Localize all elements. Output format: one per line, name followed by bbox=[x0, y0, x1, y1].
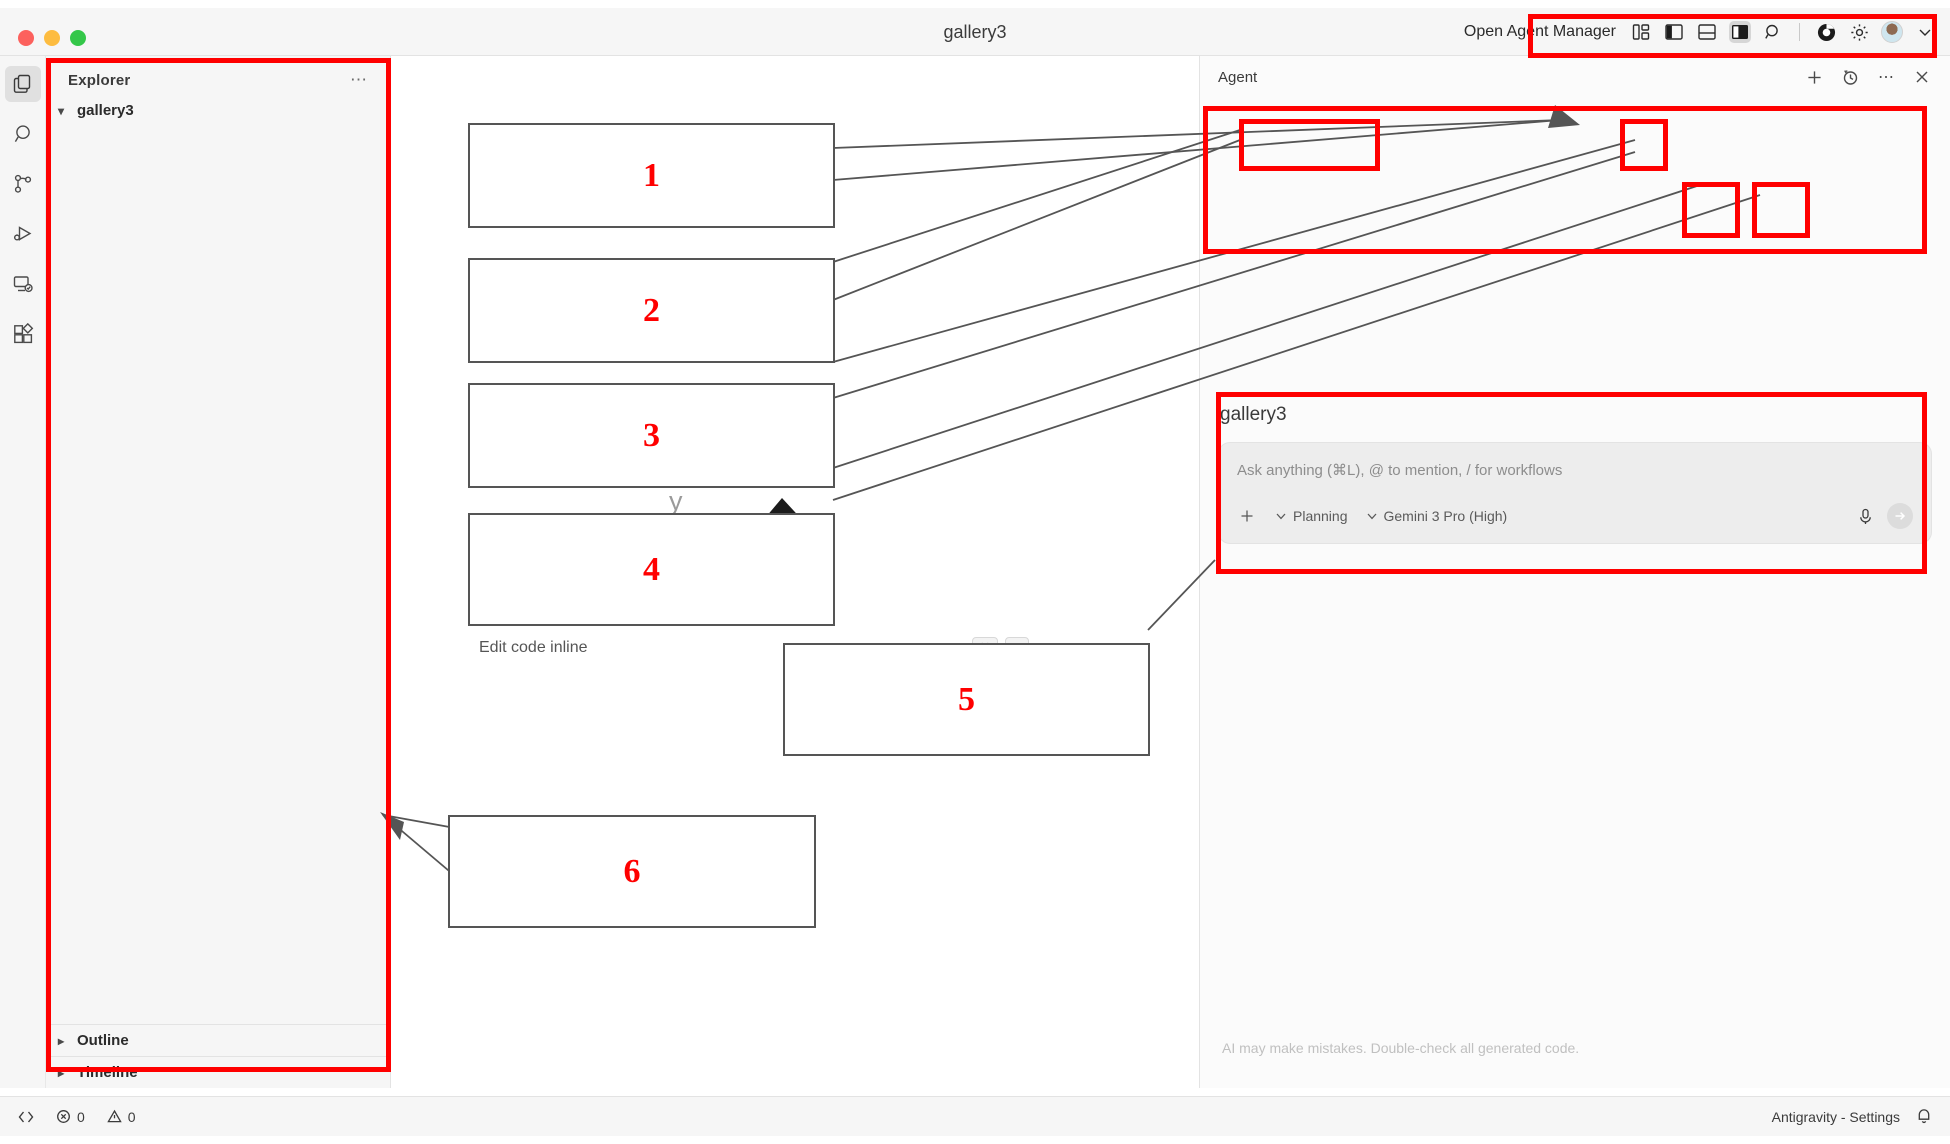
shortcut-row[interactable]: Switch to Agent Manager bbox=[479, 546, 1159, 578]
settings-gear-icon[interactable] bbox=[1848, 21, 1870, 43]
activitybar-item-remote-explorer[interactable] bbox=[5, 266, 41, 302]
agent-panel-header: Agent ⋯ bbox=[1200, 56, 1950, 96]
shortcut-row[interactable]: Code with Agent bbox=[479, 589, 1159, 621]
remote-indicator[interactable] bbox=[18, 1110, 34, 1124]
bell-icon[interactable] bbox=[1916, 1107, 1932, 1127]
activitybar-item-source-control[interactable] bbox=[5, 166, 41, 202]
chevron-right-icon: ▸ bbox=[58, 1033, 65, 1048]
chevron-down-icon[interactable] bbox=[1914, 21, 1936, 43]
shortcut-label: Code with Agent bbox=[479, 596, 596, 613]
explorer-header: Explorer ⋯ bbox=[46, 56, 390, 98]
agent-panel: Agent ⋯ bbox=[1200, 56, 1950, 1088]
chevron-right-icon: ▸ bbox=[58, 1065, 65, 1080]
explorer-root-folder-label: gallery3 bbox=[77, 102, 134, 119]
status-errors[interactable]: 0 bbox=[56, 1109, 85, 1125]
layout-panel-bottom-icon[interactable] bbox=[1696, 21, 1718, 43]
status-warnings[interactable]: 0 bbox=[107, 1109, 136, 1125]
agent-panel-title: Agent bbox=[1218, 68, 1258, 86]
minimize-window-button[interactable] bbox=[44, 30, 60, 46]
status-errors-count: 0 bbox=[77, 1108, 85, 1125]
history-clock-icon[interactable] bbox=[1840, 67, 1860, 87]
microphone-icon[interactable] bbox=[1855, 506, 1875, 526]
welcome-title: y bbox=[669, 486, 683, 516]
key-command: ⌘ bbox=[972, 637, 998, 659]
key-e: E bbox=[1005, 637, 1029, 659]
status-bar-left: 0 0 bbox=[18, 1109, 136, 1125]
shortcut-keys: ⌘ E bbox=[972, 637, 1029, 659]
agent-composer[interactable]: Ask anything (⌘L), @ to mention, / for w… bbox=[1218, 442, 1932, 544]
composer-model-label: Gemini 3 Pro (High) bbox=[1383, 508, 1508, 524]
composer-input-placeholder[interactable]: Ask anything (⌘L), @ to mention, / for w… bbox=[1237, 462, 1563, 479]
explorer-title: Explorer bbox=[68, 71, 131, 89]
status-bar-right: Antigravity - Settings bbox=[1772, 1107, 1932, 1127]
layout-sidebar-left-icon[interactable] bbox=[1663, 21, 1685, 43]
browser-icon[interactable] bbox=[1815, 21, 1837, 43]
shortcut-row[interactable]: Edit code inline ⌘ E bbox=[479, 632, 1159, 664]
shortcut-label: Switch to Agent Manager bbox=[479, 553, 657, 570]
status-warnings-count: 0 bbox=[127, 1108, 136, 1125]
agent-composer-wrap: gallery3 Ask anything (⌘L), @ to mention… bbox=[1218, 404, 1932, 544]
composer-right-controls bbox=[1855, 503, 1913, 529]
traffic-lights bbox=[18, 30, 86, 46]
composer-context-label: gallery3 bbox=[1220, 404, 1287, 425]
activitybar-item-explorer[interactable] bbox=[4, 66, 41, 102]
welcome-shortcut-list: Switch to Agent Manager Code with Agent … bbox=[479, 546, 1159, 675]
app-logo-icon bbox=[763, 441, 809, 471]
explorer-bottom-sections: ▸ Outline ▸ Timeline bbox=[46, 1024, 390, 1088]
composer-footer: Planning Gemini 3 Pro (High) bbox=[1237, 503, 1913, 529]
composer-mode-selector[interactable]: Planning bbox=[1275, 508, 1348, 524]
open-agent-manager-label[interactable]: Open Agent Manager bbox=[1463, 23, 1616, 40]
activitybar-item-search[interactable] bbox=[5, 116, 41, 152]
editor-area: y Switch to Agent Manager Code with Agen… bbox=[391, 56, 1200, 1088]
shortcut-label: Edit code inline bbox=[479, 639, 588, 656]
composer-model-selector[interactable]: Gemini 3 Pro (High) bbox=[1366, 508, 1508, 524]
agent-panel-actions: ⋯ bbox=[1804, 67, 1932, 87]
composer-mode-label: Planning bbox=[1293, 508, 1348, 524]
composer-left-controls: Planning Gemini 3 Pro (High) bbox=[1237, 506, 1507, 526]
plus-icon[interactable] bbox=[1804, 67, 1824, 87]
activitybar-item-extensions[interactable] bbox=[5, 316, 41, 352]
attach-plus-icon[interactable] bbox=[1237, 506, 1257, 526]
explorer-more-actions-icon[interactable]: ⋯ bbox=[350, 70, 368, 89]
close-x-icon[interactable] bbox=[1912, 67, 1932, 87]
agent-disclaimer: AI may make mistakes. Double-check all g… bbox=[1222, 1040, 1580, 1056]
status-settings-label[interactable]: Antigravity - Settings bbox=[1771, 1108, 1900, 1125]
ellipsis-icon[interactable]: ⋯ bbox=[1878, 69, 1894, 86]
chevron-down-icon bbox=[1367, 513, 1376, 520]
sidebar-section-timeline-label: Timeline bbox=[77, 1064, 138, 1081]
user-avatar[interactable] bbox=[1881, 21, 1903, 43]
sidebar-section-outline[interactable]: ▸ Outline bbox=[46, 1024, 390, 1056]
activity-bar bbox=[0, 56, 46, 1088]
explorer-sidebar: Explorer ⋯ ▾ gallery3 ▸ Outline ▸ Timeli… bbox=[46, 56, 391, 1088]
welcome-screen: y Switch to Agent Manager Code with Agen… bbox=[391, 56, 1199, 1088]
agent-manager-icon[interactable] bbox=[1630, 21, 1652, 43]
titlebar-right-controls: Open Agent Manager bbox=[1464, 8, 1936, 56]
chevron-down-icon: ▾ bbox=[58, 103, 65, 118]
close-window-button[interactable] bbox=[18, 30, 34, 46]
layout-sidebar-right-icon[interactable] bbox=[1729, 21, 1751, 43]
error-circle-icon bbox=[57, 1110, 70, 1123]
maximize-window-button[interactable] bbox=[70, 30, 86, 46]
explorer-root-folder[interactable]: ▾ gallery3 bbox=[46, 98, 390, 123]
sidebar-section-outline-label: Outline bbox=[77, 1032, 129, 1049]
sidebar-section-timeline[interactable]: ▸ Timeline bbox=[46, 1056, 390, 1088]
chevron-down-icon bbox=[1276, 513, 1286, 520]
activitybar-item-run-and-debug[interactable] bbox=[5, 216, 41, 252]
toolbar-divider bbox=[1799, 23, 1800, 41]
search-icon[interactable] bbox=[1762, 21, 1784, 43]
warning-triangle-icon bbox=[107, 1109, 122, 1123]
status-bar: 0 0 Antigravity - Settings bbox=[0, 1096, 1950, 1136]
send-message-button[interactable] bbox=[1887, 503, 1913, 529]
